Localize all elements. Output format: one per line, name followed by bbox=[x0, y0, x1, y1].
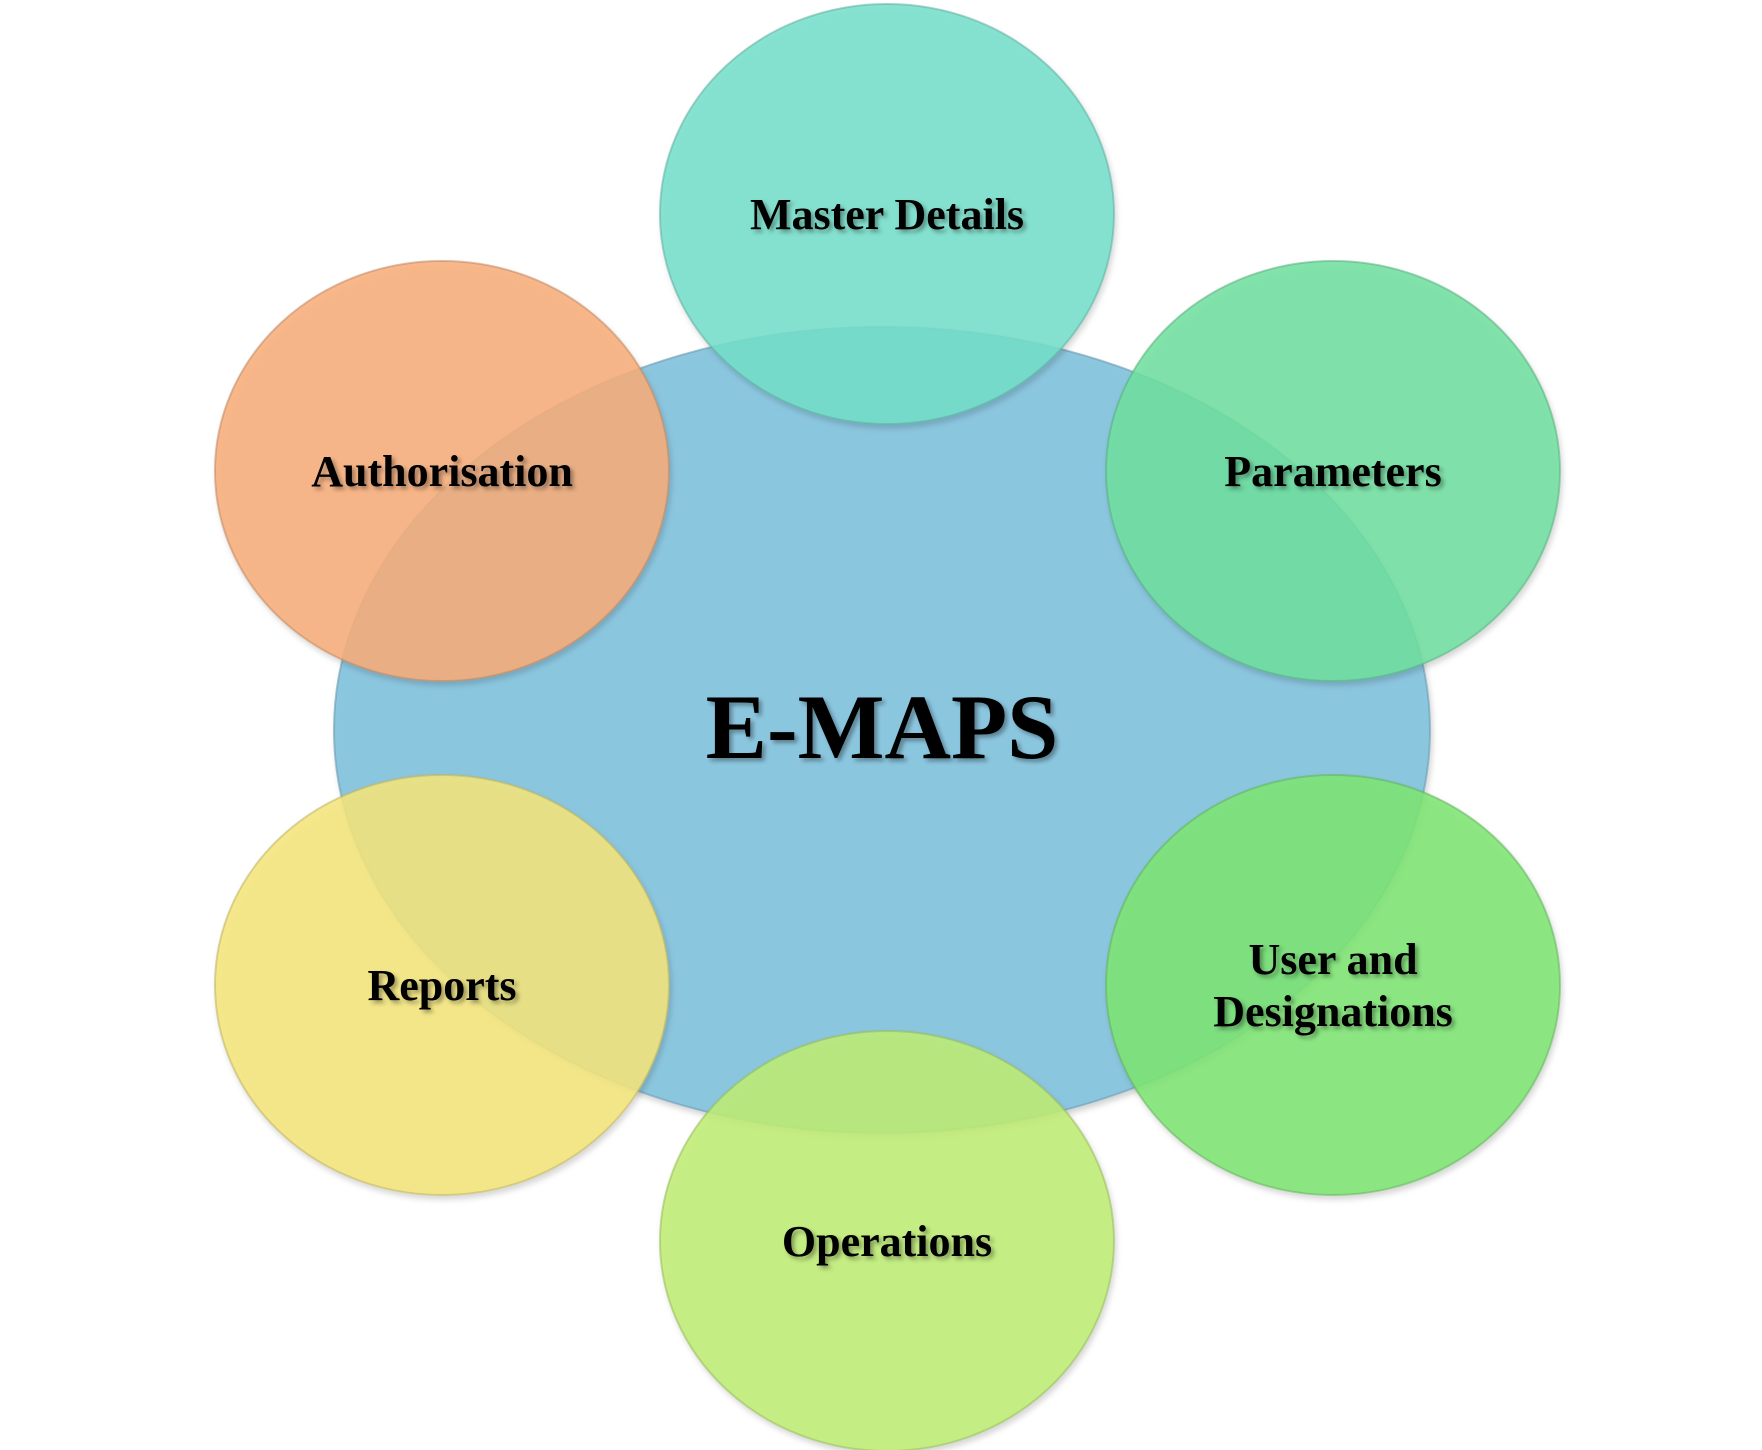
master-details-label: Master Details bbox=[750, 190, 1024, 239]
authorisation-label-line: Authorisation bbox=[311, 447, 573, 496]
parameters-label: Parameters bbox=[1224, 447, 1441, 496]
user-and-designations-shape bbox=[1105, 774, 1561, 1196]
operations-label-line: Operations bbox=[782, 1217, 992, 1266]
user-and-designations-label-line: Designations bbox=[1213, 987, 1453, 1036]
reports-label: Reports bbox=[367, 961, 516, 1010]
reports-shape bbox=[214, 774, 670, 1196]
operations-label: Operations bbox=[782, 1217, 992, 1266]
satellite-shapes bbox=[214, 3, 1561, 1450]
master-details-label-line: Master Details bbox=[750, 190, 1024, 239]
reports-label-line: Reports bbox=[367, 961, 516, 1010]
center-hub-label: E-MAPS bbox=[706, 676, 1059, 778]
user-and-designations-label-line: User and bbox=[1248, 935, 1417, 984]
parameters-label-line: Parameters bbox=[1224, 447, 1441, 496]
master-details-shape bbox=[659, 3, 1115, 425]
authorisation-shape bbox=[214, 260, 670, 682]
authorisation-label: Authorisation bbox=[311, 447, 573, 496]
operations-shape bbox=[659, 1030, 1115, 1450]
parameters-shape bbox=[1105, 260, 1561, 682]
